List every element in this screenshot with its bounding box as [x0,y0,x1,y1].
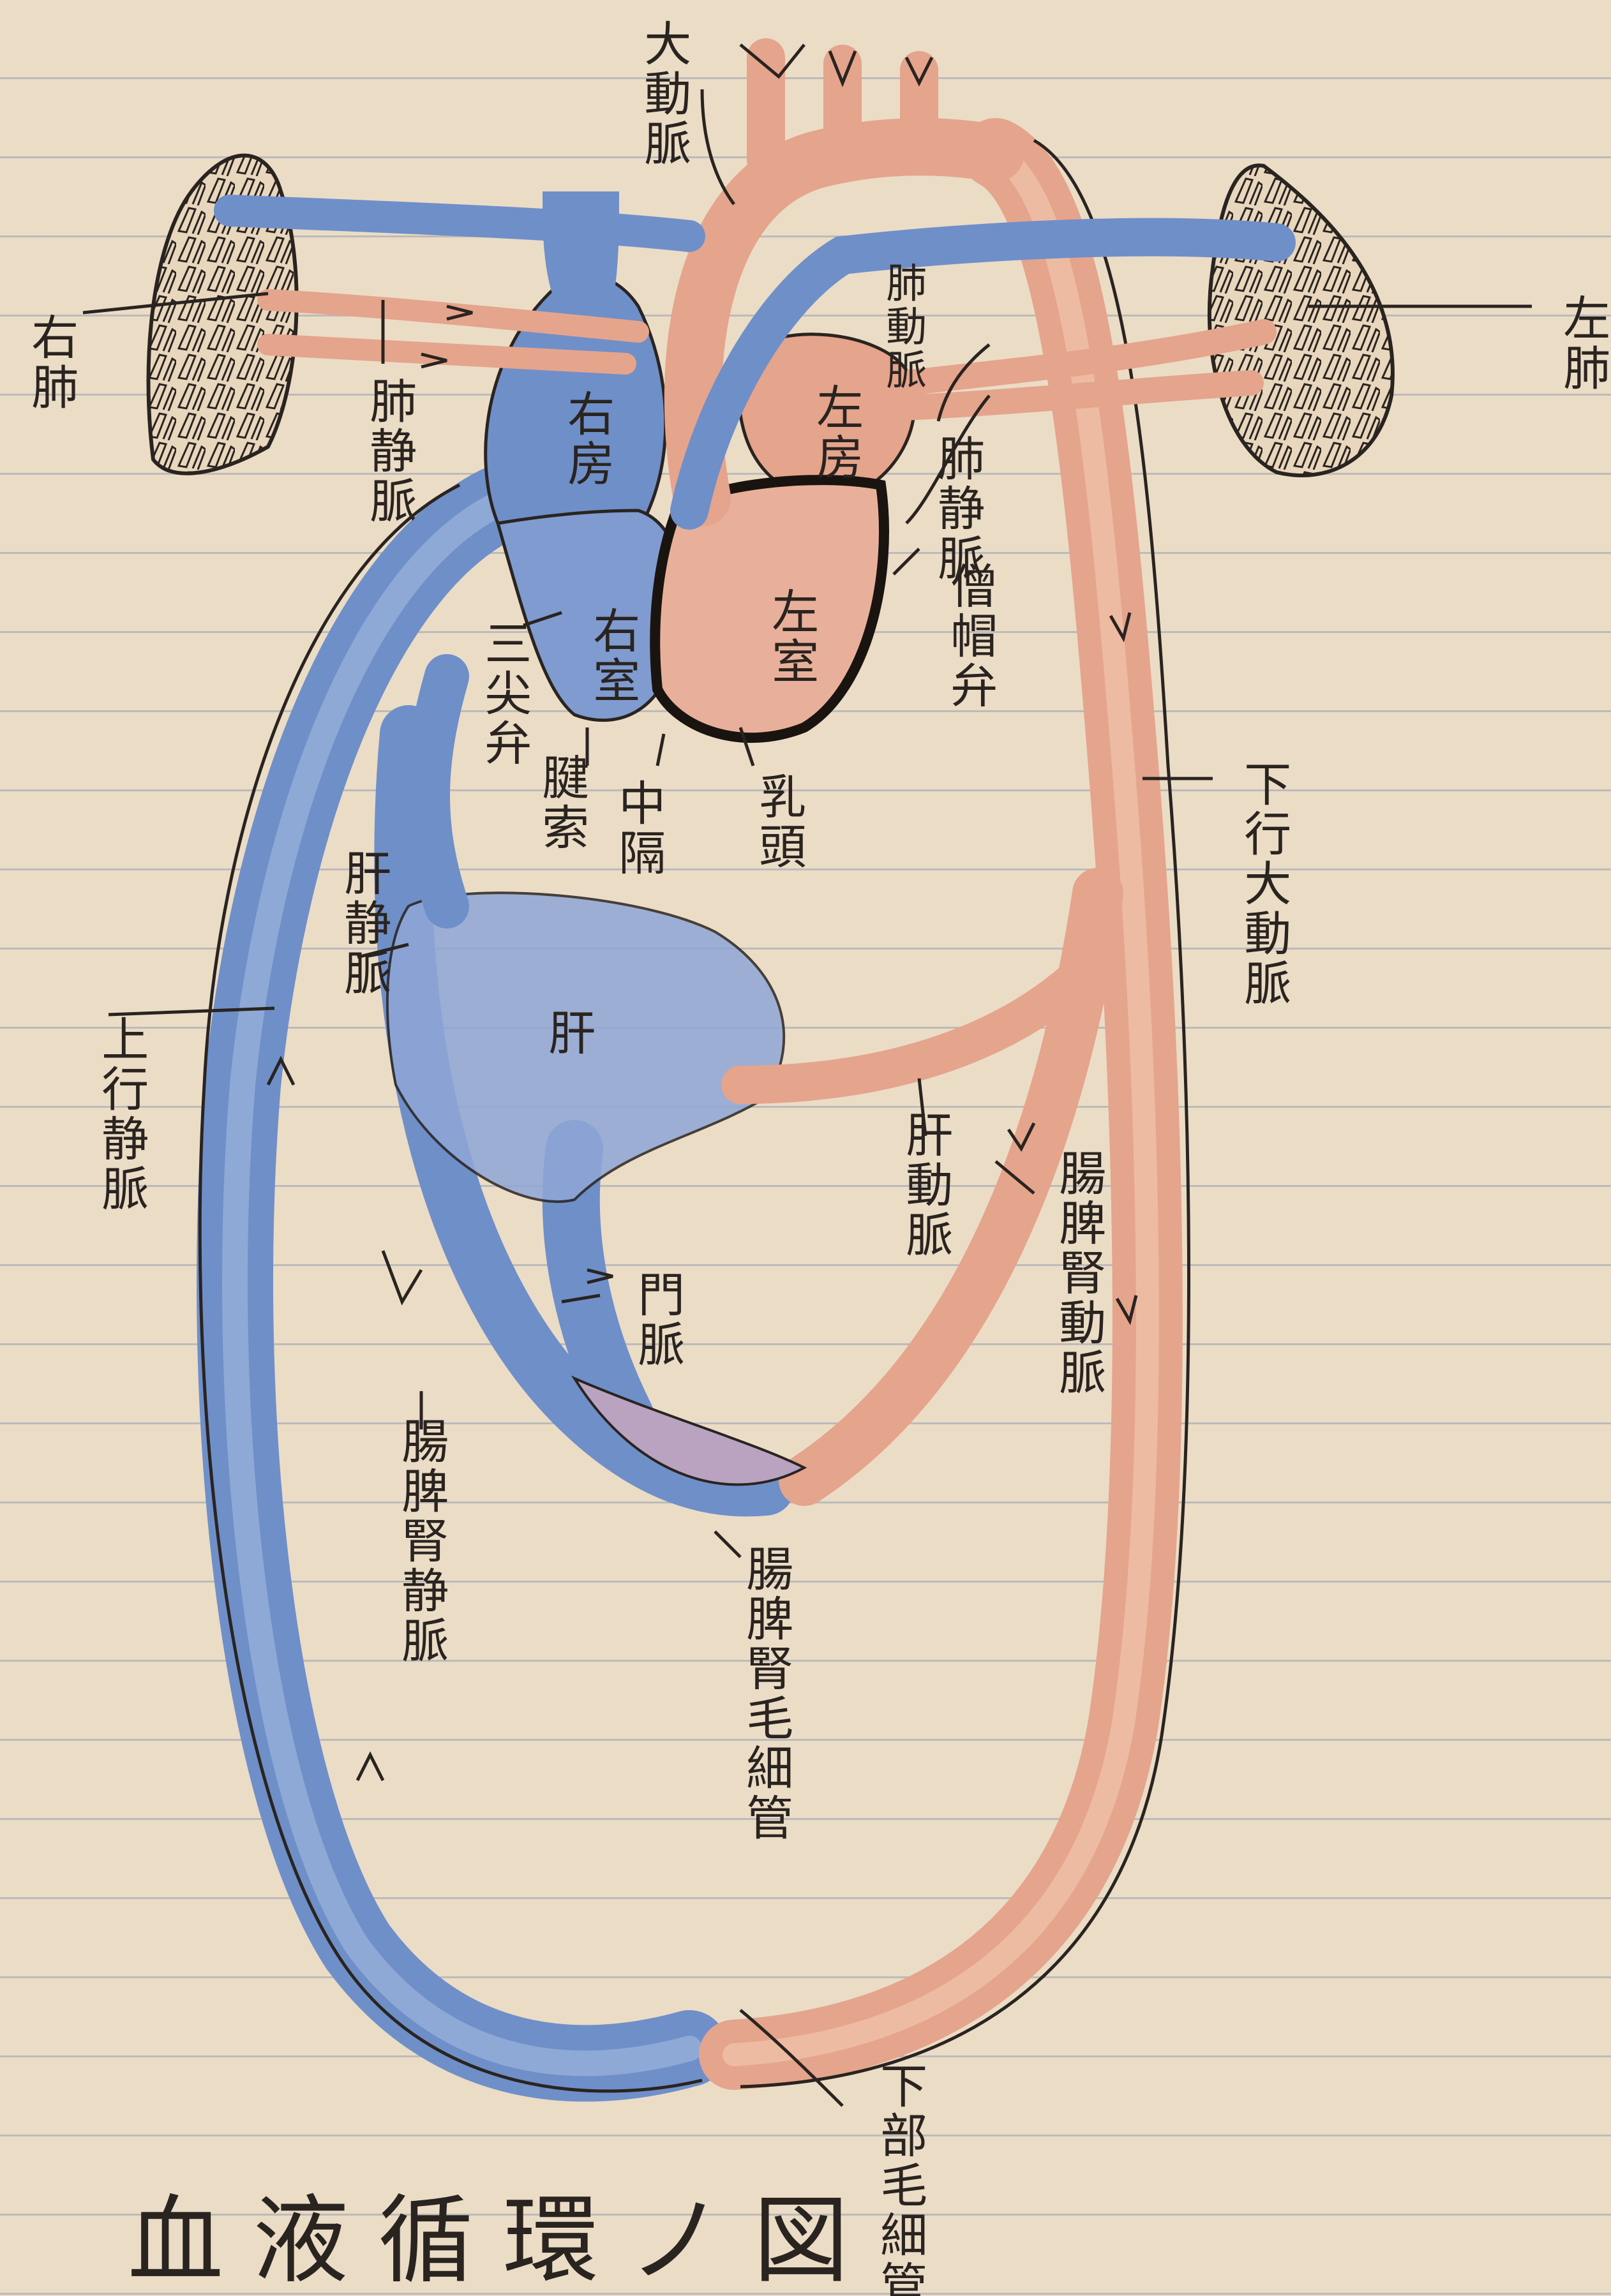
septum-label: 中隔 [613,779,663,878]
hepatic-vein-label: 肝静脈 [338,849,388,998]
vena-cava-vessel [562,191,600,300]
right-lung-label: 右肺 [26,313,75,412]
left-ventricle-label: 左室 [766,587,816,687]
page-title: 血液循環ノ図 [128,2163,878,2296]
pulmonary-vein-right-label: 肺静脈 [364,376,414,526]
tendon-cords-label: 腱索 [536,753,586,853]
lower-capillaries-label: 下部毛細管 [874,2061,924,2296]
right-atrium-label: 右房 [562,389,611,489]
intestinal-capillaries-label: 腸脾腎毛細管 [740,1544,790,1843]
portal-vein-label: 門脈 [632,1270,682,1369]
left-lung-label: 左肺 [1557,294,1607,393]
tricuspid-valve-label: 三尖弁 [479,619,528,768]
pulmonary-artery-label: 肺動脈 [881,262,924,392]
aorta-label: 大動脈 [638,19,688,168]
left-lung [1210,165,1393,475]
left-atrium-label: 左房 [811,383,860,482]
ascending-vein-label: 上行静脈 [96,1015,146,1214]
hepatic-artery-label: 肝動脈 [900,1110,950,1260]
pulmonary-vein-left-label: 肺静脈 [932,434,982,583]
right-ventricle-label: 右室 [587,606,637,706]
descending-aorta-label: 下行大動脈 [1238,759,1288,1008]
liver-label: 肝 [543,1008,592,1058]
hepatic-vein-vessel [428,676,447,906]
bicuspid-valve-label: 僧帽弁 [945,562,994,711]
intestinal-vein-label: 腸脾腎静脈 [396,1417,446,1666]
intestinal-artery-label: 腸脾腎動脈 [1053,1149,1103,1398]
papillary-muscle-label: 乳頭 [753,772,803,872]
